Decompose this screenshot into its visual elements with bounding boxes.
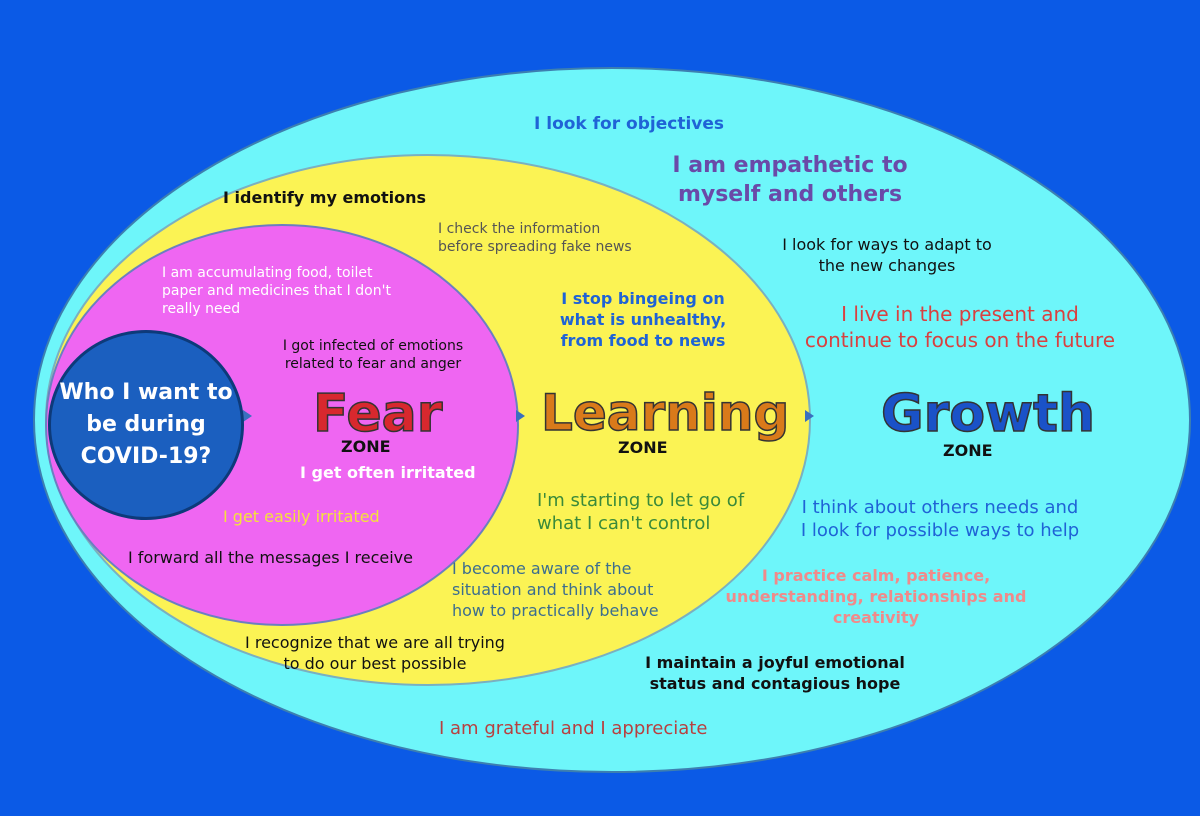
- statement-present-line2: continue to focus on the future: [804, 328, 1116, 352]
- arrow-head-growth: [805, 410, 814, 422]
- statement-check: I check the information before spreading…: [438, 220, 632, 256]
- statement-forward: I forward all the messages I receive: [128, 548, 413, 567]
- statement-bingeing-line1: I stop bingeing on: [561, 289, 725, 308]
- statement-infected-line2: related to fear and anger: [284, 356, 462, 373]
- statement-grateful: I am grateful and I appreciate: [439, 718, 708, 739]
- statement-easily-irritated: I get easily irritated: [223, 507, 380, 526]
- statement-others: I think about others needs and I look fo…: [785, 496, 1095, 543]
- statement-empathetic-line1: I am empathetic to: [672, 153, 908, 178]
- statement-calm: I practice calm, patience, understanding…: [722, 566, 1030, 628]
- statement-letgo-line2: what I can't control: [537, 513, 711, 535]
- statement-recognize-line2: to do our best possible: [283, 653, 467, 673]
- statement-letgo: I'm starting to let go of what I can't c…: [537, 489, 744, 536]
- statement-letgo-line1: I'm starting to let go of: [537, 490, 745, 511]
- statement-adapt: I look for ways to adapt to the new chan…: [752, 235, 1022, 277]
- statement-others-line2: I look for possible ways to help: [800, 520, 1080, 542]
- statement-joyful: I maintain a joyful emotional status and…: [630, 653, 920, 695]
- statement-recognize: I recognize that we are all trying to do…: [225, 633, 525, 675]
- growth-zone-label: ZONE: [943, 441, 993, 460]
- fear-zone-label: ZONE: [341, 437, 391, 456]
- fear-zone-title: Fear: [312, 384, 443, 444]
- statement-aware-line3: how to practically behave: [452, 600, 659, 620]
- fear-zone-ellipse: [45, 224, 519, 626]
- growth-zone-title: Growth: [880, 384, 1095, 444]
- statement-check-line1: I check the information: [438, 221, 601, 237]
- statement-often-irritated: I get often irritated: [300, 463, 476, 482]
- statement-bingeing-line2: what is unhealthy,: [559, 309, 727, 329]
- statement-joyful-line1: I maintain a joyful emotional: [645, 653, 905, 672]
- statement-empathetic-line2: myself and others: [677, 181, 903, 207]
- statement-adapt-line2: the new changes: [818, 255, 956, 275]
- statement-adapt-line1: I look for ways to adapt to: [782, 235, 992, 254]
- statement-present-line1: I live in the present and: [841, 302, 1079, 326]
- statement-aware: I become aware of the situation and thin…: [452, 559, 659, 621]
- statement-empathetic: I am empathetic to myself and others: [660, 152, 920, 209]
- learning-zone-label: ZONE: [618, 438, 668, 457]
- statement-accumulating: I am accumulating food, toilet paper and…: [162, 264, 391, 319]
- statement-calm-line1: I practice calm, patience,: [761, 566, 991, 585]
- statement-objectives: I look for objectives: [534, 114, 724, 134]
- statement-infected: I got infected of emotions related to fe…: [268, 337, 478, 373]
- statement-accumulating-line2: paper and medicines that I don't: [162, 283, 391, 300]
- statement-accumulating-line3: really need: [162, 301, 241, 318]
- center-question: Who I want to be during COVID-19?: [48, 330, 244, 520]
- statement-recognize-line1: I recognize that we are all trying: [245, 633, 505, 652]
- statement-bingeing-line3: from food to news: [560, 330, 726, 350]
- statement-calm-line3: creativity: [832, 607, 920, 627]
- statement-accumulating-line1: I am accumulating food, toilet: [162, 265, 373, 281]
- statement-aware-line2: situation and think about: [452, 579, 654, 599]
- learning-zone-title: Learning: [540, 384, 790, 442]
- statement-joyful-line2: status and contagious hope: [649, 673, 901, 693]
- statement-identify: I identify my emotions: [223, 188, 427, 207]
- statement-others-line1: I think about others needs and: [801, 497, 1079, 518]
- statement-aware-line1: I become aware of the: [452, 559, 632, 578]
- statement-bingeing: I stop bingeing on what is unhealthy, fr…: [543, 289, 743, 351]
- statement-present: I live in the present and continue to fo…: [790, 301, 1130, 353]
- statement-check-line2: before spreading fake news: [438, 239, 632, 256]
- statement-infected-line1: I got infected of emotions: [282, 338, 464, 354]
- statement-calm-line2: understanding, relationships and: [725, 586, 1027, 606]
- arrow-head-learning: [516, 410, 525, 422]
- arrow-head-fear: [243, 410, 252, 422]
